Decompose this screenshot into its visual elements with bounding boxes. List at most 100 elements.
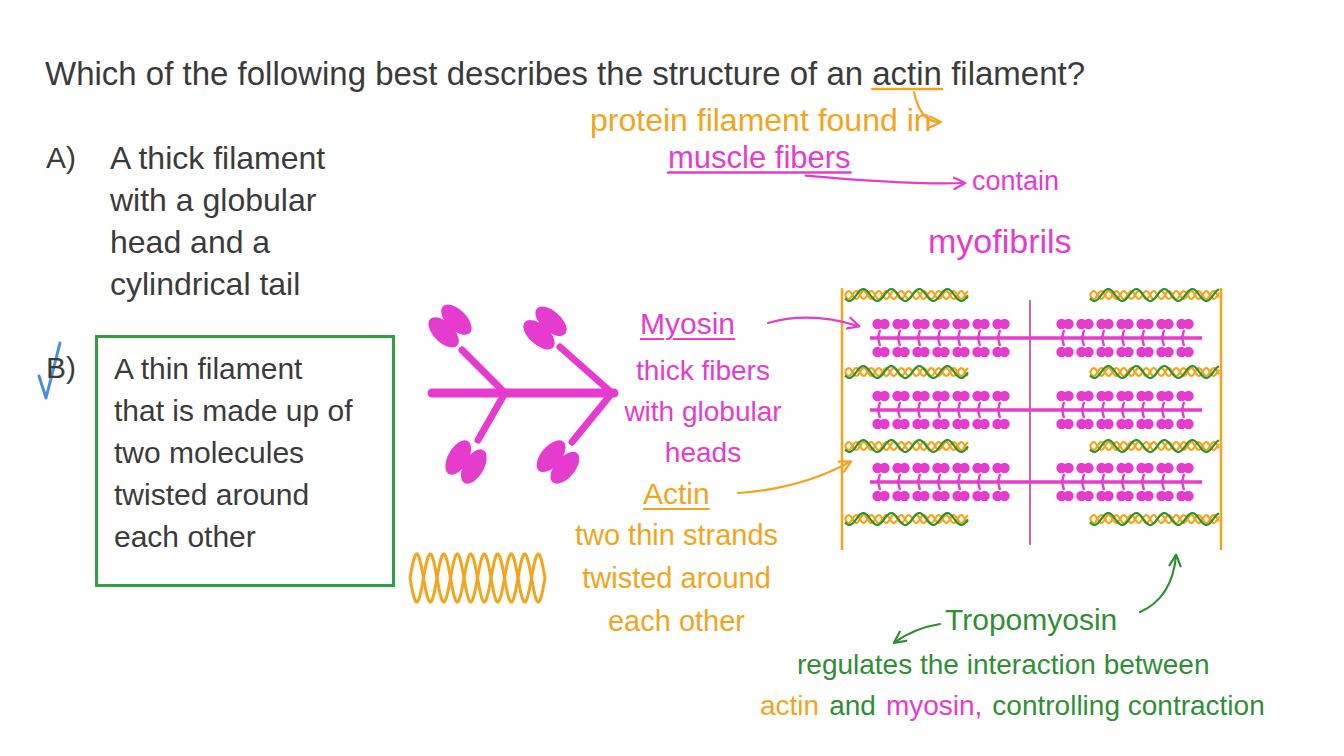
myosin-stalk [1082,474,1084,482]
myosin-head [872,391,889,401]
myosin-head [872,319,889,329]
myosin-stalk [1102,330,1104,338]
myosin-stalk [998,482,1000,490]
myosin-stalk [1082,402,1084,410]
myosin-head [1116,491,1133,501]
myosin-head [992,419,1009,429]
myosin-head [1136,491,1153,501]
myosin-head [1156,419,1173,429]
myosin-stalk [1162,474,1164,482]
myosin-stalk [1102,338,1104,346]
myosin-stalk [1142,330,1144,338]
myosin-head [912,463,929,473]
actin-strand [845,442,968,450]
myosin-head [912,391,929,401]
myosin-head [1056,319,1073,329]
myosin-head [932,347,949,357]
term-label: Tropomyosin [945,600,1117,640]
myosin-head [1096,347,1113,357]
myosin-stalk [938,338,940,346]
myosin-head [912,319,929,329]
myosin-stalk [918,482,920,490]
leader-arrow [895,624,940,642]
myosin-head [972,391,989,401]
myosin-stalk [1182,482,1184,490]
myosin-stalk [878,330,880,338]
myosin-head [1116,463,1133,473]
myosin-stalk [1102,402,1104,410]
myosin-head [1056,347,1073,357]
myosin-stalk [958,330,960,338]
tropomyosin-strand [845,289,968,301]
myosin-stalk [1062,330,1064,338]
myosin-stalk [1062,474,1064,482]
myosin-stalk [958,402,960,410]
myosin-head [1076,391,1093,401]
myosin-head [1076,347,1093,357]
myosin-stalk [978,402,980,410]
myosin-stalk [958,482,960,490]
leader-arrow [806,176,964,184]
myosin-stalk [1162,410,1164,418]
tropomyosin-strand [845,440,968,452]
myosin-stalk [978,474,980,482]
myosin-head [1136,319,1153,329]
myosin-head [1156,491,1173,501]
myosin-stalk [1142,410,1144,418]
myosin-head [1136,391,1153,401]
myosin-stalk [1062,410,1064,418]
myosin-head [972,463,989,473]
tropomyosin-strand [1090,366,1219,378]
myosin-stalk [1162,338,1164,346]
myosin-stalk [1122,482,1124,490]
sarcomere-border [841,288,844,550]
myosin-head [1156,391,1173,401]
myosin-head [892,347,909,357]
myosin-stalk [1122,410,1124,418]
myosin-head [1156,463,1173,473]
myosin-head [518,301,572,355]
myosin-head [972,347,989,357]
myosin-stalk [1142,482,1144,490]
myosin-head [1056,463,1073,473]
myosin-head [1056,419,1073,429]
myosin-head [1056,391,1073,401]
myosin-stalk [958,474,960,482]
myosin-stalk [1122,474,1124,482]
myosin-head [992,319,1009,329]
myosin-head [952,391,969,401]
myosin-head [912,347,929,357]
myosin-stalk [898,410,900,418]
option-letter: B) [46,347,76,389]
myosin-illustration [423,299,614,489]
myosin-head [972,319,989,329]
myosin-head [892,491,909,501]
myosin-head [912,419,929,429]
myosin-stalk [1182,474,1184,482]
myosin-stalk [1102,410,1104,418]
myosin-stalk [998,330,1000,338]
myosin-stalk [1102,474,1104,482]
myosin-stalk [1162,402,1164,410]
myosin-stalk [978,338,980,346]
myosin-stalk [1062,338,1064,346]
myosin-stalk [958,338,960,346]
myosin-stalk [1122,402,1124,410]
myosin-head [932,463,949,473]
myosin-head [932,391,949,401]
myosin-head [1156,319,1173,329]
term-description: thick fibers with globular heads [612,350,794,473]
myosin-stalk [878,410,880,418]
myosin-head [952,463,969,473]
myosin-head [892,319,909,329]
myosin-stalk [1182,330,1184,338]
tropomyosin-strand [1090,440,1219,452]
myosin-head [992,391,1009,401]
myosin-stalk [978,410,980,418]
term-label: Actin [643,474,710,514]
myosin-head [872,347,889,357]
function-note: and [829,687,876,725]
myosin-head [1116,319,1133,329]
thick-filament [870,336,1202,340]
myosin-stalk [1142,338,1144,346]
